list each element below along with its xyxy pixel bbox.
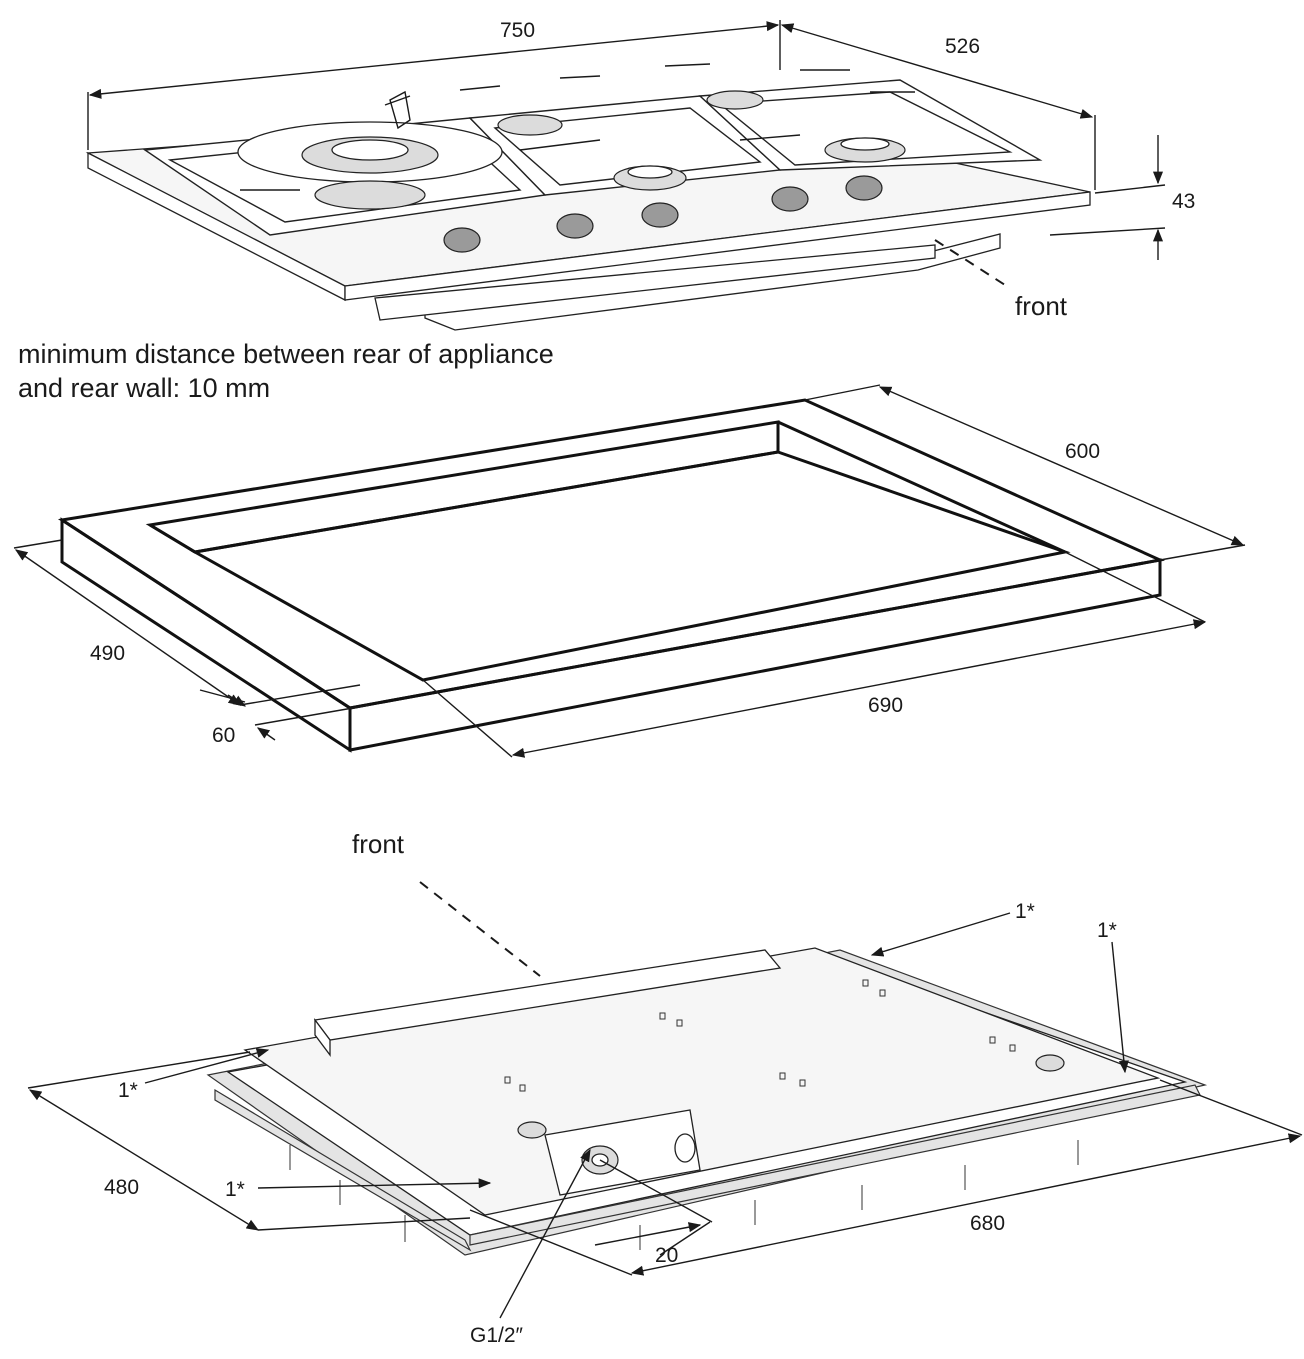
marker-1-right-label: 1*: [1097, 919, 1117, 942]
dim-680-label: 680: [970, 1212, 1005, 1235]
dim-680: 680: [469, 1079, 1303, 1276]
note-line-2: and rear wall: 10 mm: [18, 373, 270, 403]
dim-750-label: 750: [500, 19, 535, 42]
marker-1-right: 1*: [1097, 919, 1129, 1074]
hob-underside-illustration: [206, 947, 1208, 1256]
dim-490-label: 490: [90, 642, 125, 665]
dim-600-label: 600: [1065, 440, 1100, 463]
dim-526-label: 526: [945, 35, 980, 58]
front-pointer-bottom: [419, 881, 541, 977]
marker-1-left-label: 1*: [118, 1079, 138, 1102]
dim-690-label: 690: [868, 694, 903, 717]
dim-60-label: 60: [212, 724, 235, 747]
hob-top-illustration: [85, 63, 1091, 331]
dim-750: 750: [87, 19, 781, 150]
dim-480-label: 480: [104, 1176, 139, 1199]
dim-526: 526: [780, 23, 1096, 190]
dim-600: 600: [804, 384, 1246, 561]
dim-20: 20: [594, 1159, 713, 1267]
dim-490: 490: [13, 539, 246, 706]
dim-43: 43: [1049, 135, 1195, 260]
dim-480: 480: [27, 1051, 471, 1231]
front-label-top: front: [1015, 291, 1068, 321]
front-pointer-top: [934, 239, 1006, 286]
note-line-1: minimum distance between rear of applian…: [18, 339, 554, 369]
dim-60: 60: [212, 684, 371, 747]
dim-43-label: 43: [1172, 190, 1195, 213]
dim-690: 690: [422, 551, 1207, 758]
gas-connection-label: G1/2″: [470, 1324, 524, 1347]
marker-1-top-label: 1*: [1015, 900, 1035, 923]
dim-20-label: 20: [655, 1244, 678, 1267]
gas-connection-callout: G1/2″: [470, 1148, 591, 1347]
front-label-bottom: front: [352, 829, 405, 859]
marker-1-top: 1*: [870, 900, 1035, 957]
marker-1-bottom-label: 1*: [225, 1178, 245, 1201]
